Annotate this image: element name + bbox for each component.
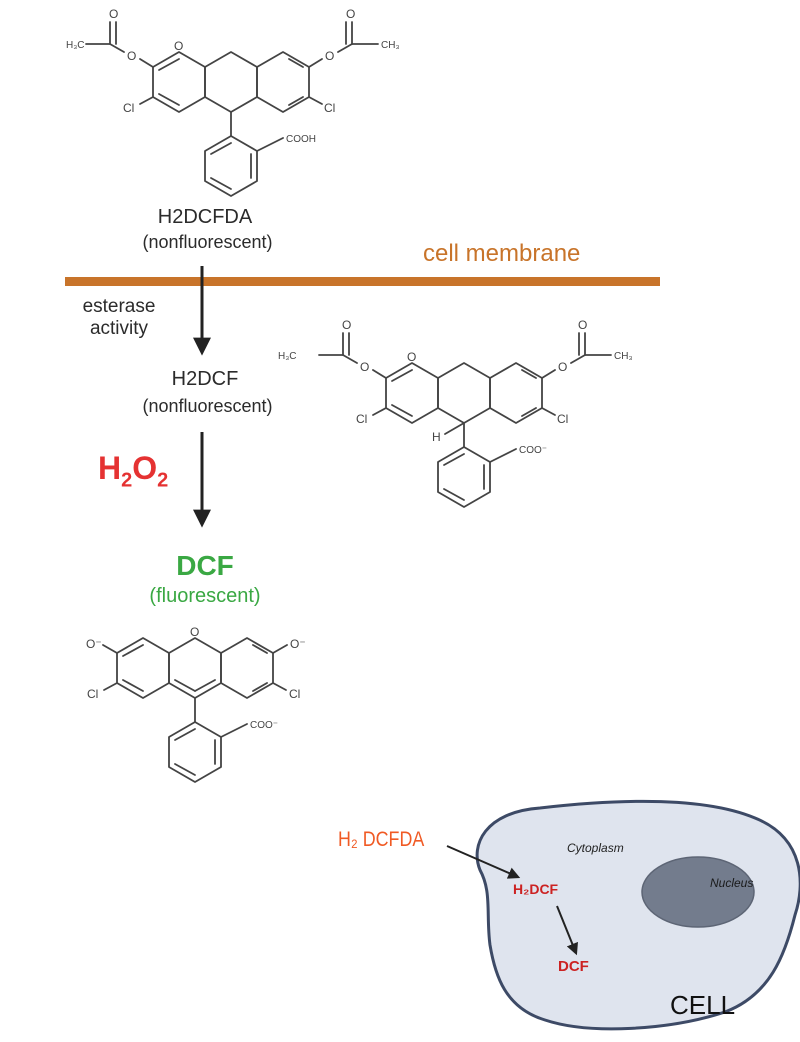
ring-o-label: O (174, 39, 183, 53)
ring-o-label: O (190, 625, 199, 639)
h2o2-label: H2O2 (98, 450, 168, 492)
intracellular-dcf-label: DCF (558, 958, 589, 975)
intracellular-oxidation-arrow (556, 905, 578, 956)
carbonyl-o-label: O (578, 318, 587, 332)
carbonyl-o-label: O (109, 7, 118, 21)
coo-minus-label: COO⁻ (250, 720, 278, 731)
cl-label: Cl (557, 412, 568, 426)
h2o2-o: O (132, 450, 158, 486)
dcf-structure (102, 637, 288, 783)
cl-label: Cl (324, 101, 335, 115)
o-minus-label: O⁻ (86, 637, 102, 651)
h2dcf-state: (nonfluorescent) (142, 396, 273, 416)
cell-body (475, 799, 800, 1031)
ester-o-label: O (127, 49, 136, 63)
ester-o-label: O (360, 360, 369, 374)
dcf-name: DCF (176, 550, 234, 581)
dcf-state: (fluorescent) (149, 585, 261, 607)
coo-minus-label: COO⁻ (519, 445, 547, 456)
cl-label: Cl (87, 687, 98, 701)
nucleus-label: Nucleus (710, 876, 754, 890)
h2o2-sub2: 2 (157, 469, 169, 492)
esterase-line2: activity (89, 318, 149, 339)
nucleus-shape (641, 856, 755, 928)
carbonyl-o-label: O (346, 7, 355, 21)
h2dcf-structure (318, 332, 612, 508)
o-minus-label: O⁻ (290, 637, 306, 651)
atom-labels: H₃C O O O O O CH₃ Cl Cl COOH H₃C O O O O… (66, 7, 633, 731)
cell-membrane-bar (65, 277, 660, 286)
h2dcfda-structure (85, 21, 379, 197)
cl-label: Cl (356, 412, 367, 426)
ch3-label: CH₃ (381, 40, 400, 51)
intracellular-h2dcf-label: H₂DCF (513, 881, 559, 897)
cl-label: Cl (123, 101, 134, 115)
h2o2-sub1: 2 (121, 469, 133, 492)
cooh-label: COOH (286, 134, 316, 145)
h2dcfda-name: H2DCFDA (157, 206, 253, 228)
h3c-label: H₃C (66, 40, 85, 51)
h-label: H (432, 430, 441, 444)
esterase-line1: esterase (82, 296, 156, 317)
h3c-label: H₃C (278, 351, 297, 362)
ester-o-label: O (558, 360, 567, 374)
h2dcfda-state: (nonfluorescent) (142, 232, 273, 252)
cell-membrane-label: cell membrane (423, 240, 581, 267)
ch3-label: CH₃ (614, 351, 633, 362)
esterase-label: esterase activity (55, 296, 183, 340)
cl-label: Cl (289, 687, 300, 701)
h2dcfda-probe-label: H₂ DCFDA (338, 828, 425, 851)
uptake-arrow (446, 845, 521, 879)
ester-o-label: O (325, 49, 334, 63)
cell-label: CELL (670, 990, 736, 1020)
cytoplasm-label: Cytoplasm (567, 841, 624, 855)
h2dcf-name: H2DCF (171, 368, 239, 390)
ring-o-label: O (407, 350, 416, 364)
carbonyl-o-label: O (342, 318, 351, 332)
h2o2-h: H (98, 450, 122, 486)
